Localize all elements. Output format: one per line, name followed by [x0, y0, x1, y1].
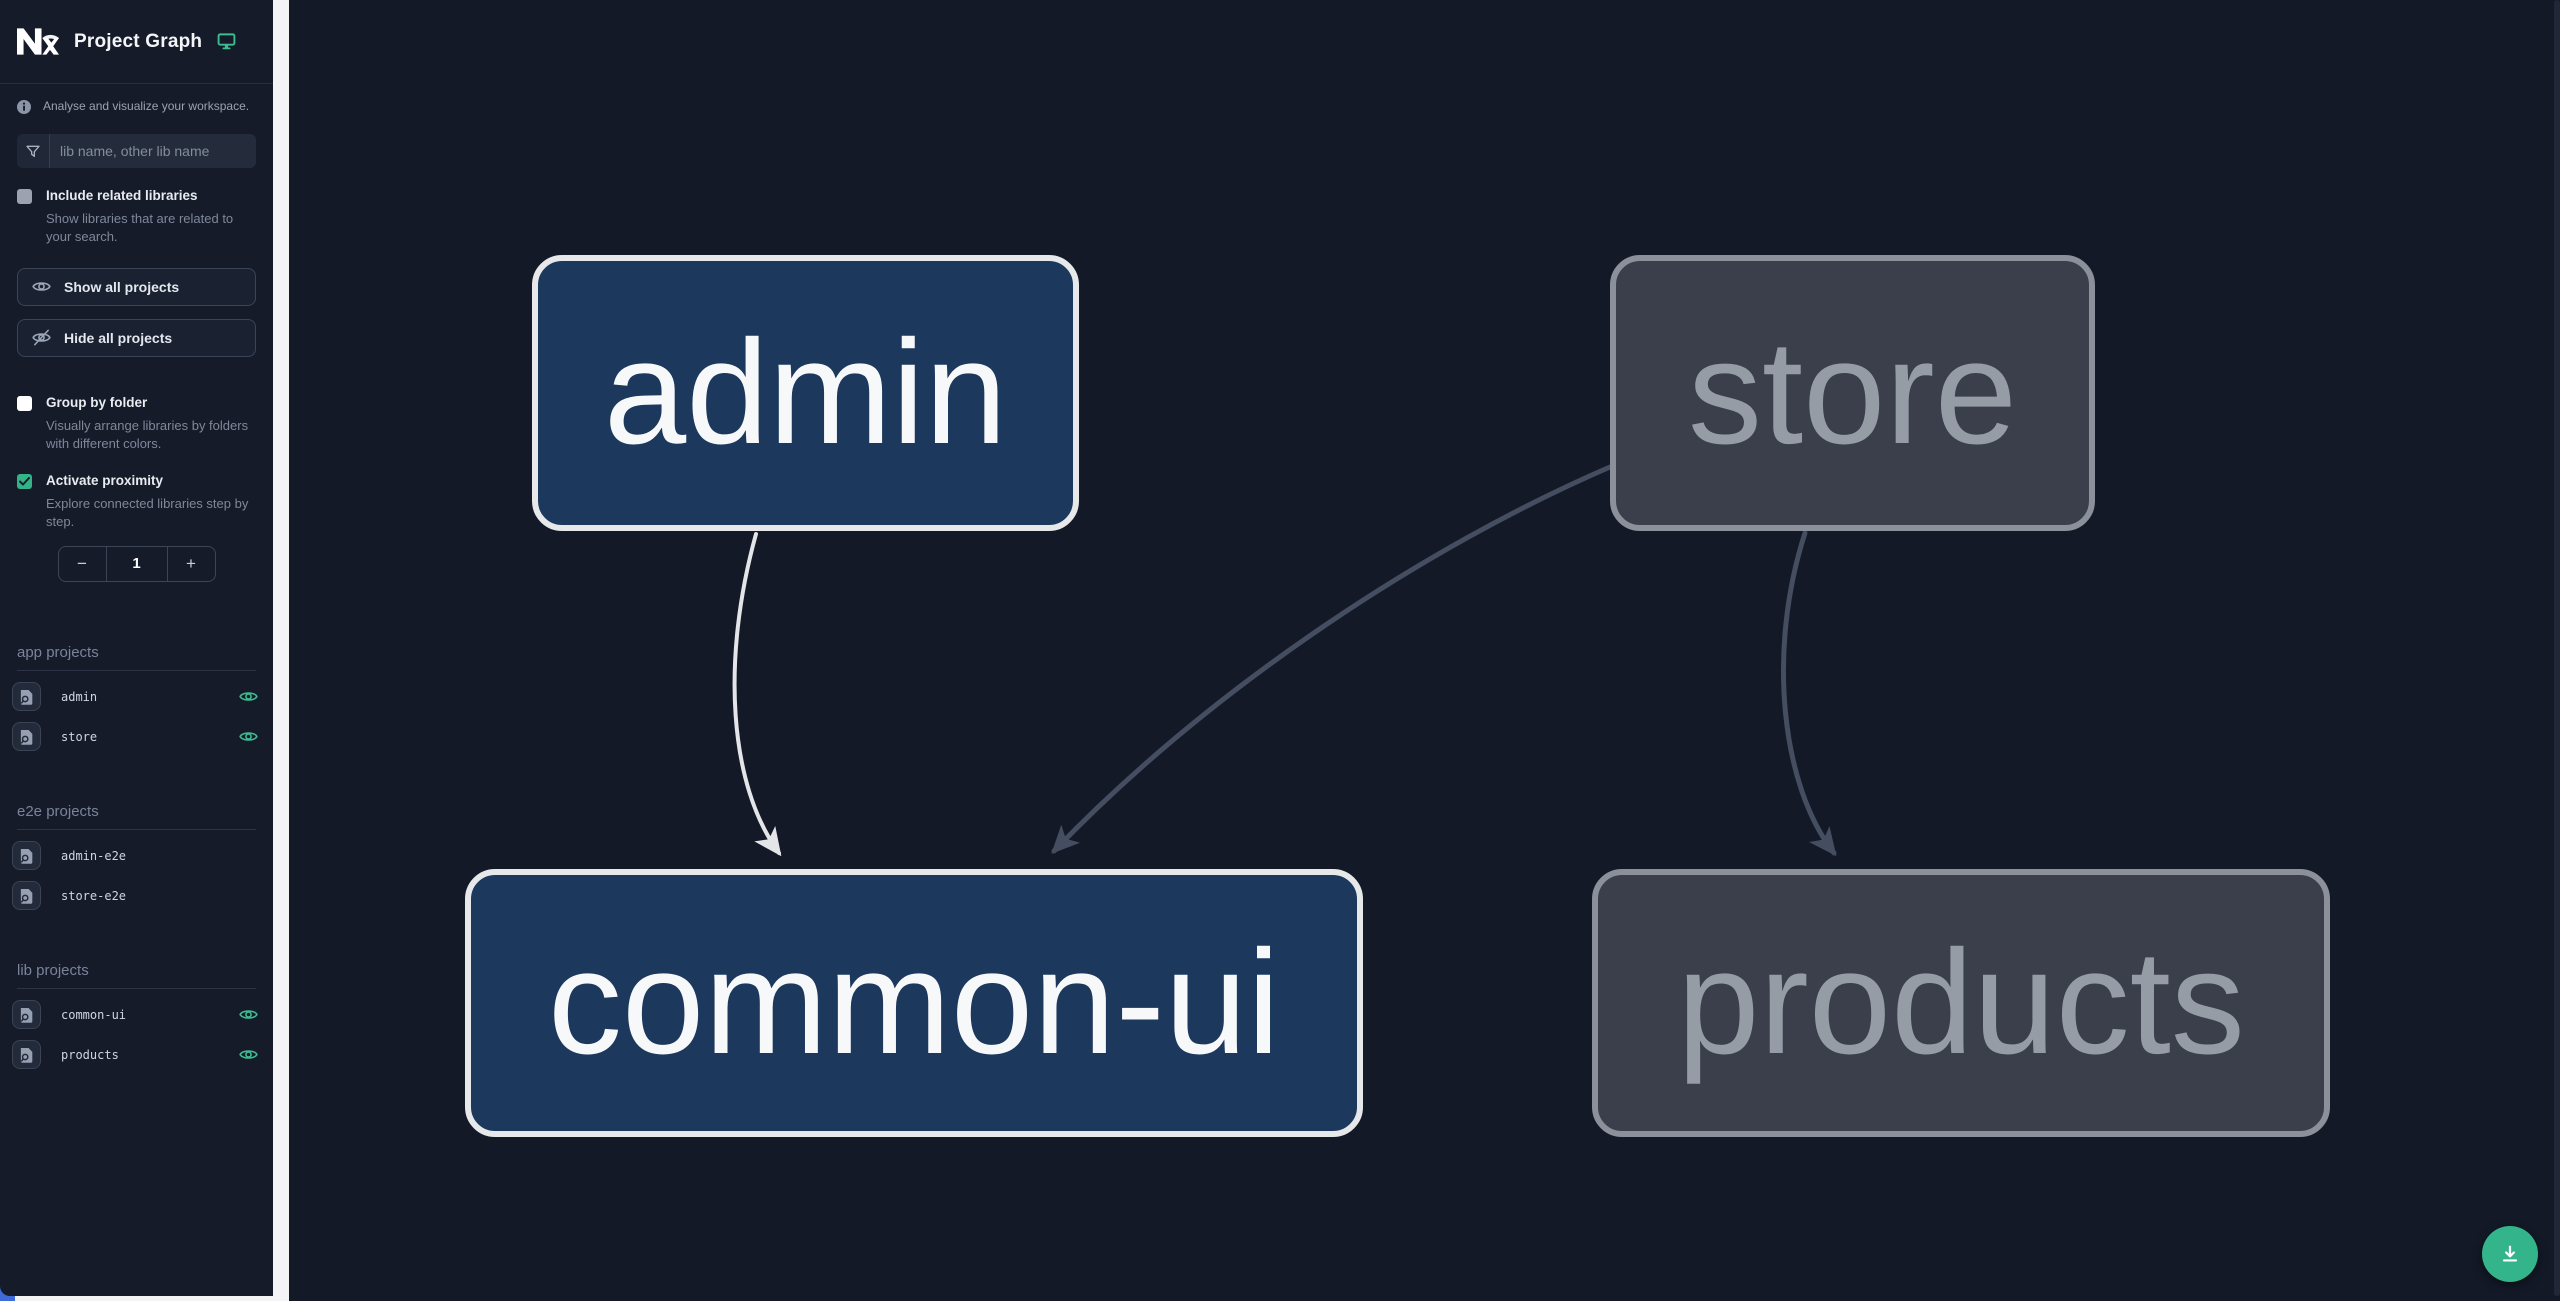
- document-magnifier-icon: [20, 1048, 33, 1063]
- sidebar-scrollbar-track[interactable]: [273, 0, 289, 1301]
- hide-all-label: Hide all projects: [64, 329, 173, 346]
- activate-proximity-description: Explore connected libraries step by step…: [46, 495, 249, 529]
- include-related-label: Include related libraries: [46, 188, 198, 203]
- eye-slash-icon: [32, 329, 51, 346]
- focus-project-button[interactable]: [12, 1000, 41, 1030]
- edge-store-to-products: [1781, 530, 1837, 857]
- hide-all-projects-button[interactable]: Hide all projects: [17, 318, 256, 357]
- workspace-tagline-row: Analyse and visualize your workspace.: [0, 84, 273, 118]
- group-by-folder-label: Group by folder: [46, 394, 148, 410]
- project-name: products: [61, 1047, 119, 1062]
- focus-project-button[interactable]: [12, 682, 41, 712]
- project-row: common-ui: [0, 995, 273, 1035]
- canvas-scrollbar-track[interactable]: [2554, 0, 2560, 1296]
- edge-store-to-common-ui: [1051, 464, 1613, 854]
- project-row: admin-e2e: [0, 836, 273, 876]
- focus-project-button[interactable]: [12, 881, 41, 911]
- proximity-stepper: − 1 +: [57, 545, 216, 582]
- group-by-folder-row: Group by folder Visually arrange librari…: [17, 395, 256, 453]
- graph-node-common-ui[interactable]: common-ui: [465, 869, 1363, 1137]
- eye-icon[interactable]: [239, 729, 259, 745]
- activate-proximity-row: Activate proximity Explore connected lib…: [17, 473, 256, 531]
- sidebar: Project Graph Analyse and visualize your…: [0, 0, 273, 1296]
- e2e-projects-section: e2e projects admin-e2e: [0, 803, 273, 916]
- eye-icon[interactable]: [239, 689, 259, 705]
- page-title: Project Graph: [74, 30, 203, 52]
- document-magnifier-icon: [20, 730, 33, 745]
- download-image-button[interactable]: [2482, 1226, 2538, 1282]
- workspace-tagline: Analyse and visualize your workspace.: [43, 99, 250, 113]
- project-name: admin-e2e: [61, 848, 127, 863]
- nx-logo: [17, 28, 59, 55]
- project-name: admin: [61, 689, 98, 704]
- monitor-icon: [217, 33, 236, 50]
- section-title: lib projects: [17, 962, 256, 989]
- filter-box: [17, 134, 256, 168]
- section-title: e2e projects: [17, 803, 256, 830]
- eye-icon[interactable]: [239, 1007, 259, 1023]
- node-label: products: [1677, 920, 2245, 1085]
- document-magnifier-icon: [20, 690, 33, 705]
- node-label: common-ui: [548, 920, 1280, 1085]
- search-input[interactable]: [50, 134, 256, 168]
- document-magnifier-icon: [20, 889, 33, 904]
- focus-project-button[interactable]: [12, 841, 41, 871]
- project-name: store-e2e: [61, 888, 127, 903]
- download-icon: [2502, 1245, 2518, 1262]
- document-magnifier-icon: [20, 849, 33, 864]
- lib-projects-section: lib projects common-ui: [0, 962, 273, 1075]
- activate-proximity-checkbox[interactable]: [17, 473, 32, 489]
- edge-admin-to-common-ui: [732, 532, 782, 857]
- dependency-edges: [732, 464, 1837, 857]
- project-row: products: [0, 1035, 273, 1075]
- include-related-checkbox[interactable]: [17, 189, 32, 204]
- project-name: store: [61, 729, 98, 744]
- horizontal-scrollbar-track[interactable]: [0, 1296, 289, 1301]
- graph-node-products[interactable]: products: [1592, 869, 2330, 1137]
- focus-project-button[interactable]: [12, 722, 41, 752]
- app-projects-section: app projects admin: [0, 644, 273, 757]
- info-icon: [17, 100, 31, 114]
- project-name: common-ui: [61, 1007, 127, 1022]
- project-row: store: [0, 717, 273, 757]
- project-graph-canvas[interactable]: admin store common-ui products: [289, 0, 2560, 1301]
- graph-node-admin[interactable]: admin: [532, 255, 1079, 531]
- eye-icon: [32, 282, 51, 292]
- activate-proximity-label: Activate proximity: [46, 472, 164, 488]
- node-label: store: [1687, 310, 2018, 475]
- focus-project-button[interactable]: [12, 1040, 41, 1070]
- show-all-label: Show all projects: [64, 278, 180, 295]
- sidebar-header: Project Graph: [0, 0, 273, 84]
- include-related-row: Include related libraries Show libraries…: [17, 188, 256, 246]
- include-related-description: Show libraries that are related to your …: [46, 211, 234, 244]
- document-magnifier-icon: [20, 1008, 33, 1023]
- project-row: store-e2e: [0, 876, 273, 916]
- funnel-icon: [17, 134, 50, 168]
- node-label: admin: [603, 310, 1008, 475]
- group-by-folder-description: Visually arrange libraries by folders wi…: [46, 417, 249, 451]
- check-icon: [19, 476, 30, 486]
- proximity-increment-button[interactable]: +: [166, 546, 215, 581]
- eye-icon[interactable]: [239, 1047, 259, 1063]
- group-by-folder-checkbox[interactable]: [17, 395, 32, 411]
- graph-node-store[interactable]: store: [1610, 255, 2095, 531]
- project-row: admin: [0, 677, 273, 717]
- proximity-decrement-button[interactable]: −: [59, 546, 107, 581]
- proximity-value[interactable]: 1: [132, 555, 141, 573]
- show-all-projects-button[interactable]: Show all projects: [17, 267, 256, 306]
- section-title: app projects: [17, 644, 256, 671]
